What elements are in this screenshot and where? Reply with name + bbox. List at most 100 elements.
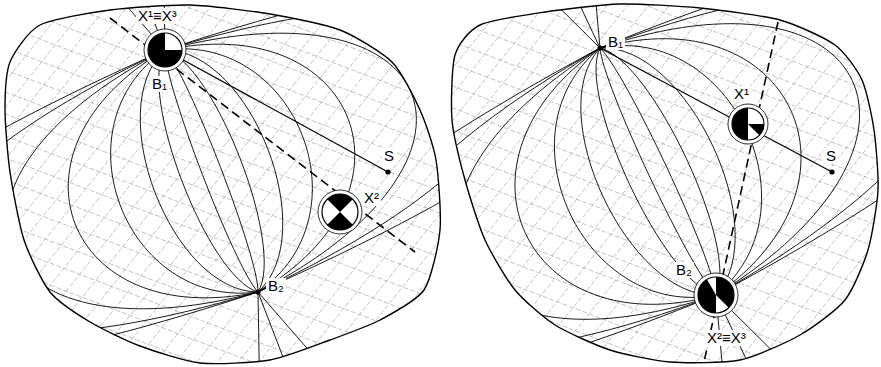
grid-line bbox=[0, 0, 480, 210]
grid-line bbox=[412, 85, 881, 367]
grid-line bbox=[0, 112, 480, 367]
field-line bbox=[7, 50, 258, 309]
grid-line bbox=[412, 0, 881, 367]
field-line bbox=[430, 0, 600, 48]
disk-symbol bbox=[728, 104, 768, 144]
grid-line bbox=[0, 0, 480, 80]
grid-line bbox=[0, 0, 480, 30]
field-line bbox=[165, 50, 264, 292]
point-label: B₁ bbox=[150, 76, 169, 92]
grid-line bbox=[412, 189, 881, 367]
grid-line bbox=[412, 203, 881, 367]
grid-line bbox=[0, 346, 480, 367]
grid-line bbox=[412, 0, 881, 153]
point-label: X² bbox=[362, 190, 381, 206]
grid-line bbox=[0, 0, 480, 2]
region-outline bbox=[5, 5, 440, 364]
grid-line bbox=[0, 0, 480, 184]
grid-line bbox=[412, 241, 881, 367]
grid-line bbox=[0, 0, 480, 118]
grid-line bbox=[0, 0, 480, 314]
grid-line bbox=[0, 216, 480, 367]
field-lines bbox=[231, 0, 881, 367]
point-label: X¹≡X³ bbox=[136, 8, 179, 24]
grid-line bbox=[412, 269, 881, 367]
grid-line bbox=[412, 247, 881, 367]
disk-symbol bbox=[694, 273, 738, 317]
grid-line bbox=[412, 335, 881, 367]
grid-line bbox=[0, 77, 480, 273]
field-line bbox=[165, 50, 283, 292]
grid-line bbox=[0, 209, 480, 367]
dashed-line bbox=[110, 18, 415, 252]
field-line bbox=[554, 48, 716, 297]
grid-line bbox=[0, 190, 480, 367]
field-line bbox=[165, 50, 258, 292]
grid-line bbox=[0, 0, 480, 158]
axis-line bbox=[600, 48, 832, 172]
grid-line bbox=[0, 0, 480, 8]
grid-line bbox=[0, 268, 480, 367]
grid-line bbox=[0, 11, 480, 207]
field-line bbox=[159, 50, 258, 292]
grid-line bbox=[412, 0, 881, 367]
field-line bbox=[165, 33, 416, 292]
field-line bbox=[165, 49, 312, 292]
point-label: B₂ bbox=[674, 262, 694, 278]
grid-line bbox=[0, 0, 480, 366]
right-panel bbox=[231, 0, 881, 367]
grid-line bbox=[0, 320, 480, 367]
grid-line bbox=[0, 86, 480, 367]
field-line bbox=[600, 39, 801, 295]
grid-line bbox=[412, 115, 881, 307]
grid-line bbox=[0, 0, 480, 340]
grid-line bbox=[412, 0, 881, 87]
field-line bbox=[600, 48, 720, 295]
grid-line bbox=[0, 0, 480, 132]
point-label: S bbox=[824, 148, 838, 164]
point-marker bbox=[385, 169, 390, 174]
grid-line bbox=[0, 0, 480, 288]
grid-line bbox=[412, 0, 881, 367]
field-line bbox=[600, 24, 860, 295]
grid-line bbox=[0, 33, 480, 229]
grid-line bbox=[412, 215, 881, 367]
point-marker bbox=[829, 169, 834, 174]
grid-line bbox=[0, 138, 480, 367]
field-line bbox=[600, 46, 762, 295]
point-label: B₂ bbox=[266, 278, 286, 294]
grid-line bbox=[412, 163, 881, 367]
grid-line bbox=[412, 0, 881, 367]
grid-line bbox=[0, 34, 480, 367]
field-line bbox=[596, 48, 716, 295]
point-label: X¹ bbox=[732, 86, 751, 102]
grid-line bbox=[0, 0, 480, 367]
field-line bbox=[0, 50, 258, 367]
grid-line bbox=[412, 137, 881, 367]
disk-symbol bbox=[144, 29, 186, 71]
grid-line bbox=[0, 8, 480, 367]
point-marker bbox=[597, 45, 602, 50]
grid-line bbox=[0, 0, 480, 367]
field-line bbox=[600, 0, 881, 295]
grid-line bbox=[0, 275, 480, 367]
grid-line bbox=[0, 0, 480, 367]
grid-line bbox=[0, 294, 480, 367]
grid-line bbox=[0, 0, 480, 367]
grid-line bbox=[0, 0, 480, 367]
point-label: B₁ bbox=[606, 34, 625, 50]
point-marker bbox=[255, 289, 260, 294]
grid-line bbox=[0, 297, 480, 367]
grid-line bbox=[412, 0, 881, 353]
field-line bbox=[258, 292, 521, 367]
grid-line bbox=[412, 0, 881, 21]
grid-line bbox=[412, 59, 881, 367]
grid-line bbox=[0, 0, 480, 367]
grid-line bbox=[0, 319, 480, 367]
grid-line bbox=[412, 49, 881, 241]
region-outline bbox=[452, 4, 879, 363]
field-line bbox=[258, 292, 401, 367]
grid-line bbox=[0, 0, 480, 96]
